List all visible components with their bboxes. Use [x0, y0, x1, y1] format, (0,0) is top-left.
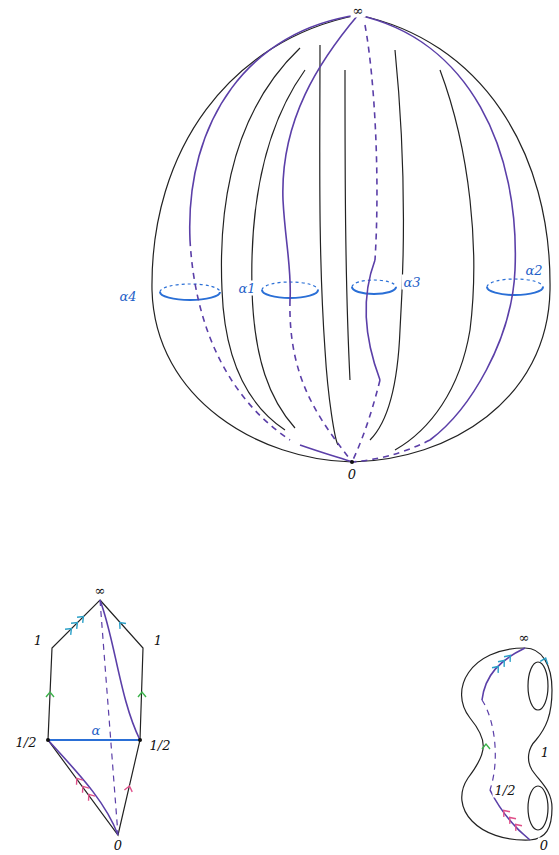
- figure-label: 1/2: [14, 735, 39, 750]
- figure-label: α4: [117, 289, 138, 304]
- purple-curves: [190, 15, 516, 462]
- figure-label: 1: [539, 745, 551, 760]
- torus-figure: [462, 648, 552, 840]
- surface-outline: [152, 15, 550, 462]
- figure-label: ∞: [351, 2, 366, 17]
- alpha-curves: [160, 279, 543, 300]
- figure-label: 1/2: [493, 783, 518, 798]
- figure-label: 1: [152, 633, 164, 648]
- figure-label: 0: [346, 467, 358, 482]
- figure-label: ∞: [517, 630, 532, 645]
- figure-label: 0: [538, 837, 550, 852]
- figure-label: α3: [401, 275, 422, 290]
- vertex-dots: [46, 13, 360, 742]
- figure-label: 0: [112, 837, 124, 852]
- figure-label: α: [90, 723, 103, 738]
- figure-label: α1: [236, 281, 257, 296]
- figure-label: ∞: [93, 583, 108, 598]
- figure-label: α2: [523, 263, 544, 278]
- figure-label: 1/2: [148, 738, 173, 753]
- figure-label: 1: [32, 633, 44, 648]
- hexagon-figure: [46, 600, 146, 835]
